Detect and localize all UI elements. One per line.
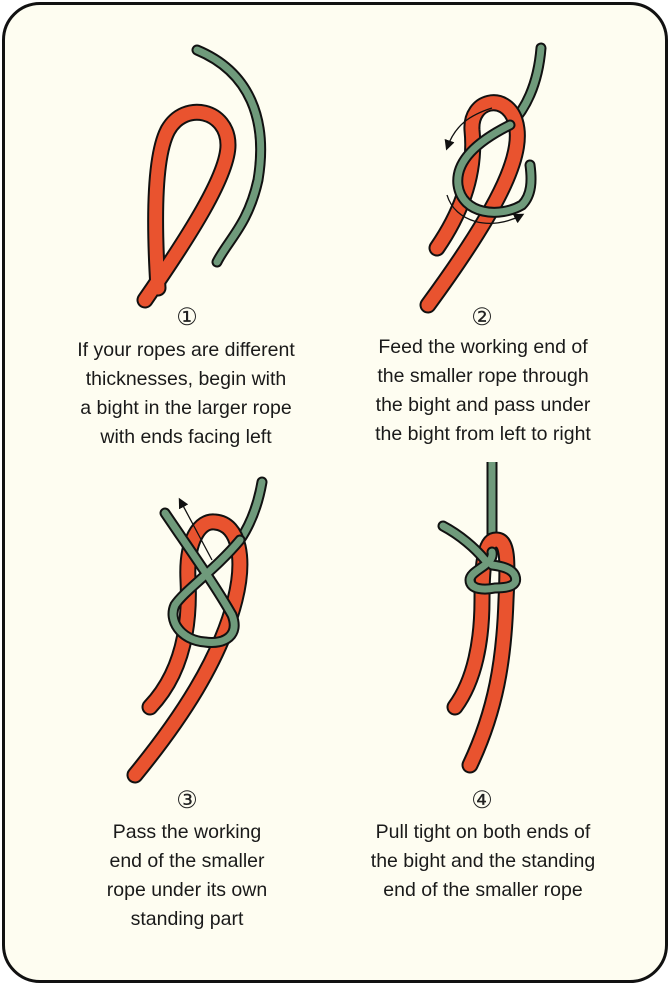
caption-line: standing part: [130, 908, 244, 930]
step-4-illustration: [437, 462, 522, 774]
step-2-illustration: [419, 42, 547, 314]
step-3-caption: Pass the working end of the smaller rope…: [37, 818, 337, 934]
caption-line: the bight and the standing: [370, 850, 596, 872]
step-1-caption: If your ropes are different thicknesses,…: [36, 336, 336, 452]
step-4-caption: Pull tight on both ends of the bight and…: [333, 818, 633, 905]
caption-line: the bight and pass under: [375, 394, 591, 416]
small-rope: [191, 44, 267, 268]
caption-line: rope under its own: [106, 879, 268, 901]
caption-line: the smaller rope through: [377, 365, 589, 387]
caption-line: Feed the working end of: [378, 336, 588, 358]
caption-line: end of the smaller rope: [383, 879, 583, 901]
large-rope: [136, 103, 237, 309]
caption-line: If your ropes are different: [77, 339, 295, 361]
caption-line: a bight in the larger rope: [80, 397, 292, 419]
caption-line: end of the smaller: [109, 850, 265, 872]
caption-line: Pull tight on both ends of: [375, 821, 591, 843]
caption-line: thicknesses, begin with: [85, 368, 287, 390]
step-4-number: ④: [471, 787, 493, 814]
step-2-caption: Feed the working end of the smaller rope…: [333, 333, 633, 449]
step-3-number: ③: [176, 787, 198, 814]
caption-line: the bight from left to right: [375, 423, 591, 445]
caption-line: Pass the working: [112, 821, 262, 843]
step-1-number: ①: [176, 304, 198, 331]
step-2-number: ②: [471, 304, 493, 331]
caption-line: with ends facing left: [100, 426, 272, 448]
step-3-illustration: [126, 476, 268, 784]
step-1-illustration: [136, 44, 267, 309]
